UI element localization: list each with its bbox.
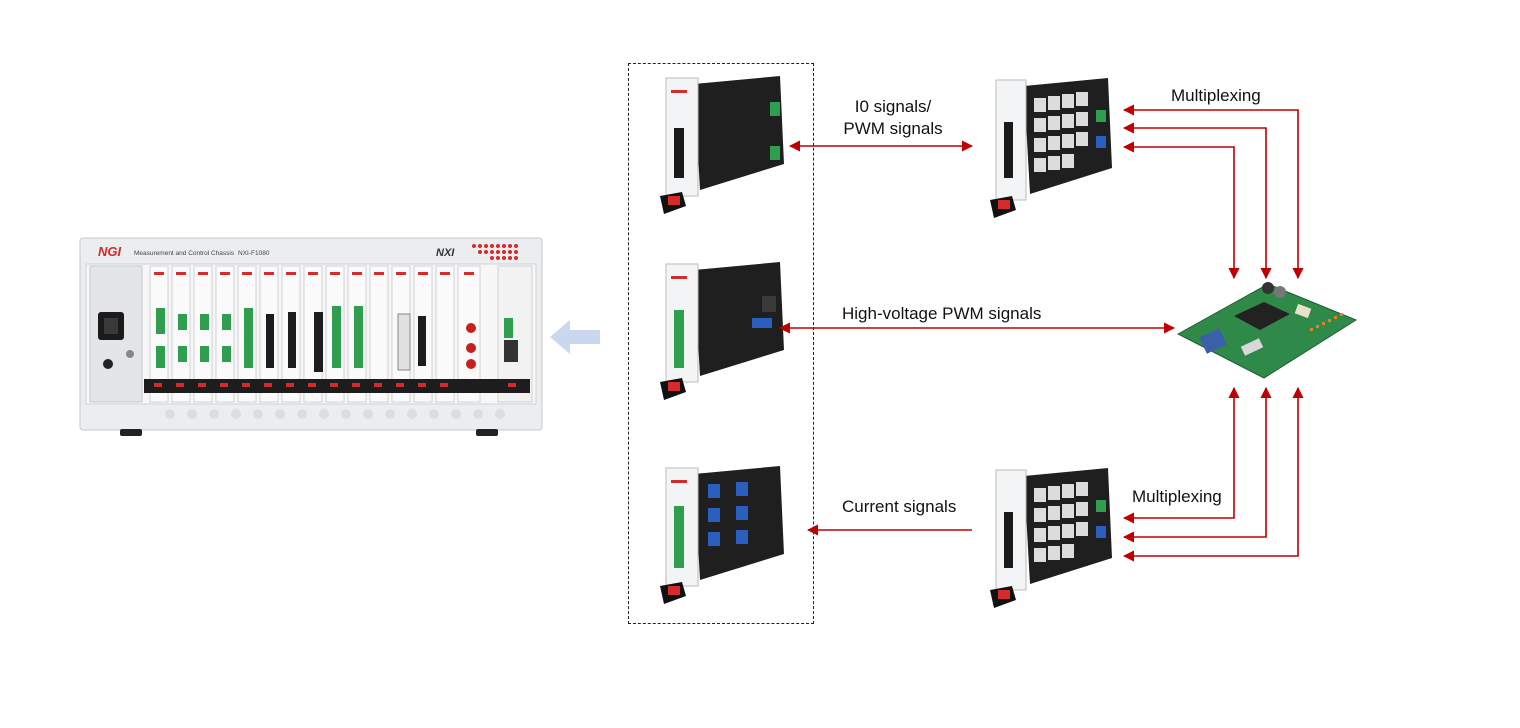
multiplexing-top-arrows bbox=[1122, 104, 1304, 280]
chassis-module-slots bbox=[149, 265, 533, 403]
io-signals-label-line1: I0 signals/ bbox=[854, 97, 932, 116]
pointer-left-arrow bbox=[550, 320, 600, 354]
io-signals-label: I0 signals/ PWM signals bbox=[822, 96, 964, 140]
chassis-handles bbox=[144, 379, 530, 393]
current-module-card bbox=[660, 466, 784, 604]
multiplexing-bottom-arrows bbox=[1122, 386, 1304, 562]
high-voltage-pwm-module-card bbox=[660, 262, 784, 400]
io-signals-label-line2: PWM signals bbox=[843, 119, 943, 138]
multiplexer-module-card-top bbox=[990, 78, 1112, 218]
chassis-model: NXI-F1080 bbox=[238, 250, 270, 257]
current-signals-label: Current signals bbox=[842, 497, 957, 516]
chassis-series-mark: NXI bbox=[436, 247, 455, 259]
high-voltage-label: High-voltage PWM signals bbox=[842, 304, 1042, 323]
chassis-dot-pattern bbox=[472, 244, 518, 260]
multiplexer-module-card-bottom bbox=[990, 468, 1112, 608]
dut-controller-board bbox=[1176, 282, 1358, 379]
chassis-slot-numbers bbox=[165, 409, 505, 419]
multiplexing-bottom-label: Multiplexing bbox=[1132, 487, 1222, 506]
chassis-title: Measurement and Control Chassis bbox=[134, 250, 235, 257]
measurement-chassis: NGI Measurement and Control Chassis NXI-… bbox=[79, 237, 543, 436]
io-pwm-module-card bbox=[660, 76, 784, 214]
multiplexing-top-label: Multiplexing bbox=[1171, 86, 1261, 105]
chassis-power-module bbox=[89, 265, 143, 403]
module-group-dashed-box bbox=[628, 63, 814, 624]
chassis-brand-logo: NGI bbox=[98, 244, 122, 259]
